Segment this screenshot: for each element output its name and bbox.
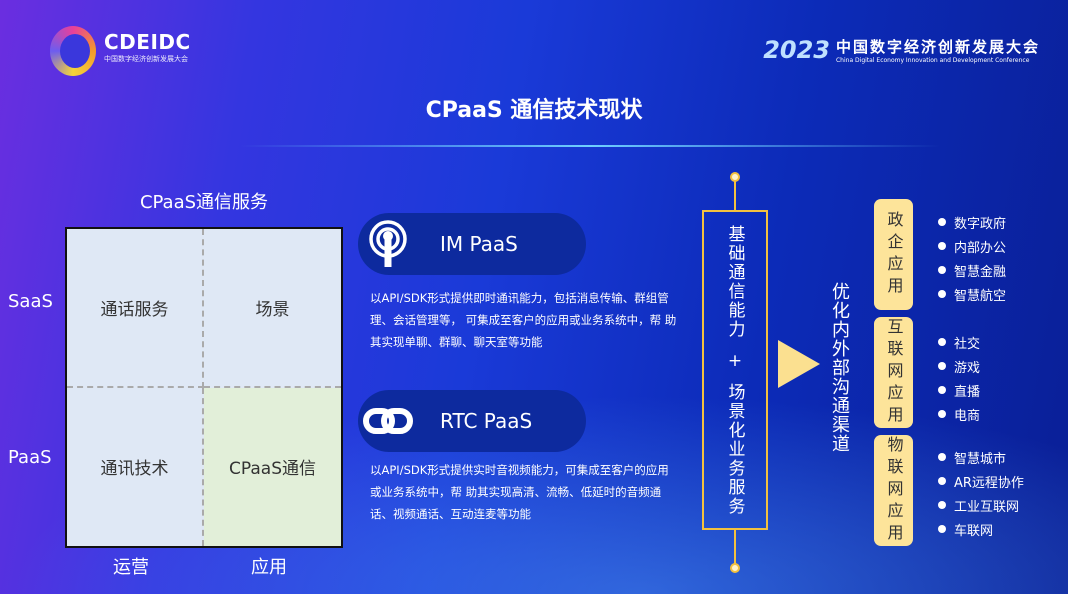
iot-list: 智慧城市 AR远程协作 工业互联网 车联网: [938, 445, 1024, 541]
matrix-cell: CPaaS通信: [204, 387, 341, 546]
row-label-paas: PaaS: [8, 447, 52, 468]
page-title: CPaaS 通信技术现状: [425, 98, 643, 123]
arrow-right-icon: [778, 340, 820, 388]
category-internet: 互联网应用: [874, 317, 913, 428]
row-label-saas: SaaS: [8, 291, 53, 312]
matrix-cell: 通讯技术: [67, 387, 204, 546]
matrix-cell: 场景: [204, 229, 341, 388]
col-label-ops: 运营: [113, 557, 149, 578]
result-text: 优化内外部沟通渠道: [829, 282, 850, 453]
list-item: 直播: [938, 378, 980, 402]
connector-line: [734, 180, 736, 210]
rtc-paas-label: RTC PaaS: [440, 409, 533, 433]
rtc-paas-pill: RTC PaaS: [358, 390, 586, 452]
gov-list: 数字政府 内部办公 智慧金融 智慧航空: [938, 210, 1006, 306]
conference-name-en: China Digital Economy Innovation and Dev…: [835, 57, 1030, 64]
broadcast-icon: [358, 219, 418, 269]
list-item: 数字政府: [938, 210, 1006, 234]
base-capability: 基础通信能力: [724, 224, 745, 339]
list-item: 车联网: [938, 517, 1024, 541]
rtc-paas-description: 以API/SDK形式提供实时音视频能力，可集成至客户的应用或业务系统中，帮 助其…: [370, 463, 669, 521]
service-matrix: 通话服务 场景 通讯技术 CPaaS通信: [65, 227, 343, 548]
matrix-cell: 通话服务: [67, 229, 204, 388]
category-iot: 物联网应用: [874, 435, 913, 546]
matrix-title: CPaaS通信服务: [139, 192, 269, 213]
connector-dot: [730, 172, 740, 182]
list-item: 智慧航空: [938, 282, 1006, 306]
list-item: 内部办公: [938, 234, 1006, 258]
capability-box: 基础通信能力 + 场景化业务服务: [702, 210, 768, 530]
list-item: 智慧城市: [938, 445, 1024, 469]
conference-year: 2023: [763, 36, 830, 64]
link-icon: [358, 406, 418, 436]
conference-name-cn: 中国数字经济创新发展大会: [835, 38, 1040, 56]
list-item: 智慧金融: [938, 258, 1006, 282]
cdeidc-logo-icon: [50, 26, 96, 76]
title-divider: [240, 145, 940, 147]
category-label: 互联网应用: [884, 317, 904, 428]
internet-list: 社交 游戏 直播 电商: [938, 330, 980, 426]
im-paas-label: IM PaaS: [440, 232, 518, 256]
category-gov: 政企应用: [874, 199, 913, 310]
brand-name: CDEIDC: [104, 30, 191, 54]
list-item: 工业互联网: [938, 493, 1024, 517]
scene-service: 场景化业务服务: [724, 382, 745, 516]
list-item: 游戏: [938, 354, 980, 378]
category-label: 政企应用: [884, 210, 904, 299]
brand-subtitle: 中国数字经济创新发展大会: [104, 55, 188, 63]
list-item: 社交: [938, 330, 980, 354]
connector-line: [734, 530, 736, 566]
im-paas-description: 以API/SDK形式提供即时通讯能力，包括消息传输、群组管理、会话管理等， 可集…: [370, 291, 677, 349]
list-item: AR远程协作: [938, 469, 1024, 493]
plus-sign: +: [727, 350, 743, 371]
im-paas-pill: IM PaaS: [358, 213, 586, 275]
category-label: 物联网应用: [884, 435, 904, 546]
connector-dot: [730, 563, 740, 573]
list-item: 电商: [938, 402, 980, 426]
conference-logo: 2023 中国数字经济创新发展大会 China Digital Economy …: [763, 36, 1040, 64]
col-label-app: 应用: [251, 557, 287, 578]
